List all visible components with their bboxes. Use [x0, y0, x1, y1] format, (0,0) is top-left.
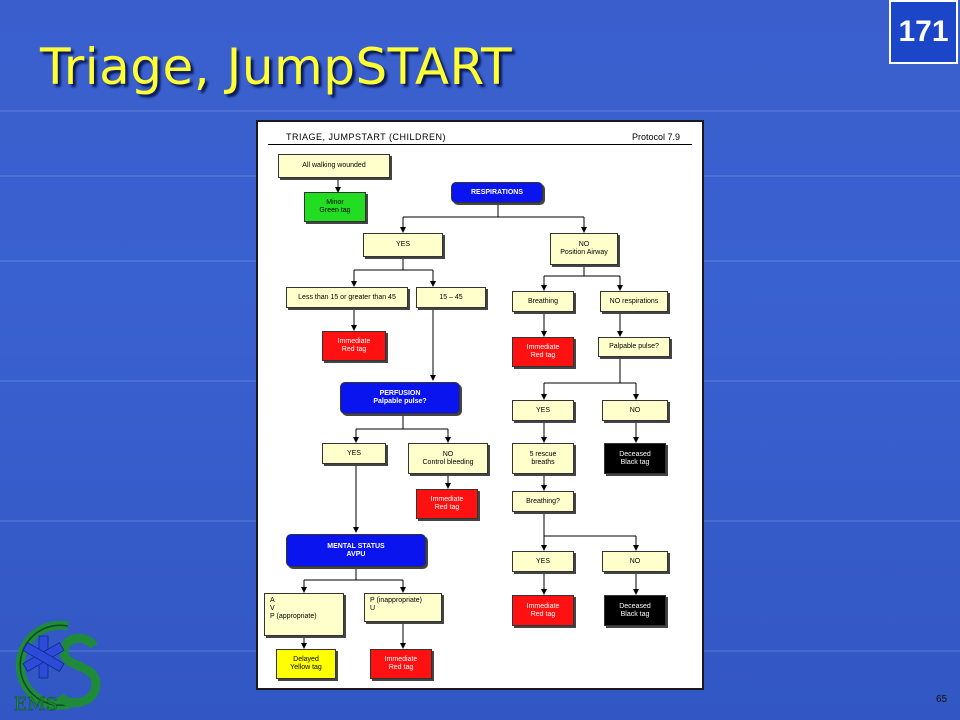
breathing-check-box: Breathing?: [512, 491, 574, 512]
slide-title: Triage, JumpSTART: [40, 38, 513, 96]
deceased-black-tag-box-1: Deceased Black tag: [604, 443, 666, 474]
flowchart-connectors: [301, 178, 639, 649]
bg-stripe: [0, 110, 960, 112]
ems-logo: EMS: [14, 620, 101, 715]
immediate-red-tag-box-2: Immediate Red tag: [416, 489, 478, 519]
protocol-number: Protocol 7.9: [631, 132, 680, 142]
palpable-yes-box: YES: [512, 400, 574, 421]
all-walking-wounded-box: All walking wounded: [278, 154, 390, 178]
rate-out-of-range-box: Less than 15 or greater than 45: [286, 287, 408, 308]
delayed-yellow-tag-box: Delayed Yellow tag: [276, 649, 336, 679]
protocol-document: TRIAGE, JUMPSTART (CHILDREN) Protocol 7.…: [256, 120, 704, 690]
minor-green-tag-box: Minor Green tag: [304, 192, 366, 222]
rate-normal-box: 15 – 45: [416, 287, 486, 308]
respirations-no-box: NO Position Airway: [550, 233, 618, 265]
slide-number-badge: 171: [889, 0, 958, 64]
perfusion-yes-box: YES: [322, 443, 386, 464]
immediate-red-tag-box-5: Immediate Red tag: [512, 595, 574, 626]
immediate-red-tag-box-4: Immediate Red tag: [512, 337, 574, 367]
breathing-no-box: NO: [602, 551, 668, 572]
mental-status-box: MENTAL STATUS AVPU: [286, 534, 426, 567]
logo-ems-text: EMS: [14, 694, 58, 715]
document-header: TRIAGE, JUMPSTART (CHILDREN): [286, 132, 447, 142]
immediate-red-tag-box-1: Immediate Red tag: [322, 331, 386, 361]
pu-inappropriate-box: P (inappropriate) U: [364, 593, 442, 622]
breathing-yes-box: YES: [512, 551, 574, 572]
breathing-box: Breathing: [512, 291, 574, 312]
header-rule: [268, 144, 692, 145]
perfusion-box: PERFUSION Palpable pulse?: [340, 382, 460, 414]
rescue-breaths-box: 5 rescue breaths: [512, 443, 574, 474]
respirations-box: RESPIRATIONS: [451, 182, 543, 203]
logo-s-letter: [56, 633, 101, 708]
immediate-red-tag-box-3: Immediate Red tag: [370, 649, 432, 679]
respirations-yes-box: YES: [363, 233, 443, 257]
no-respirations-box: NO respirations: [600, 291, 668, 312]
logo-c-outline: [19, 624, 71, 706]
page-number: 65: [936, 694, 948, 705]
deceased-black-tag-box-2: Deceased Black tag: [604, 595, 666, 626]
perfusion-no-box: NO Control bleeding: [408, 443, 488, 474]
palpable-pulse-box: Palpable pulse?: [598, 337, 670, 357]
avp-appropriate-box: A V P (appropriate): [264, 593, 344, 636]
star-of-life-icon: [22, 635, 65, 679]
palpable-no-box: NO: [602, 400, 668, 421]
